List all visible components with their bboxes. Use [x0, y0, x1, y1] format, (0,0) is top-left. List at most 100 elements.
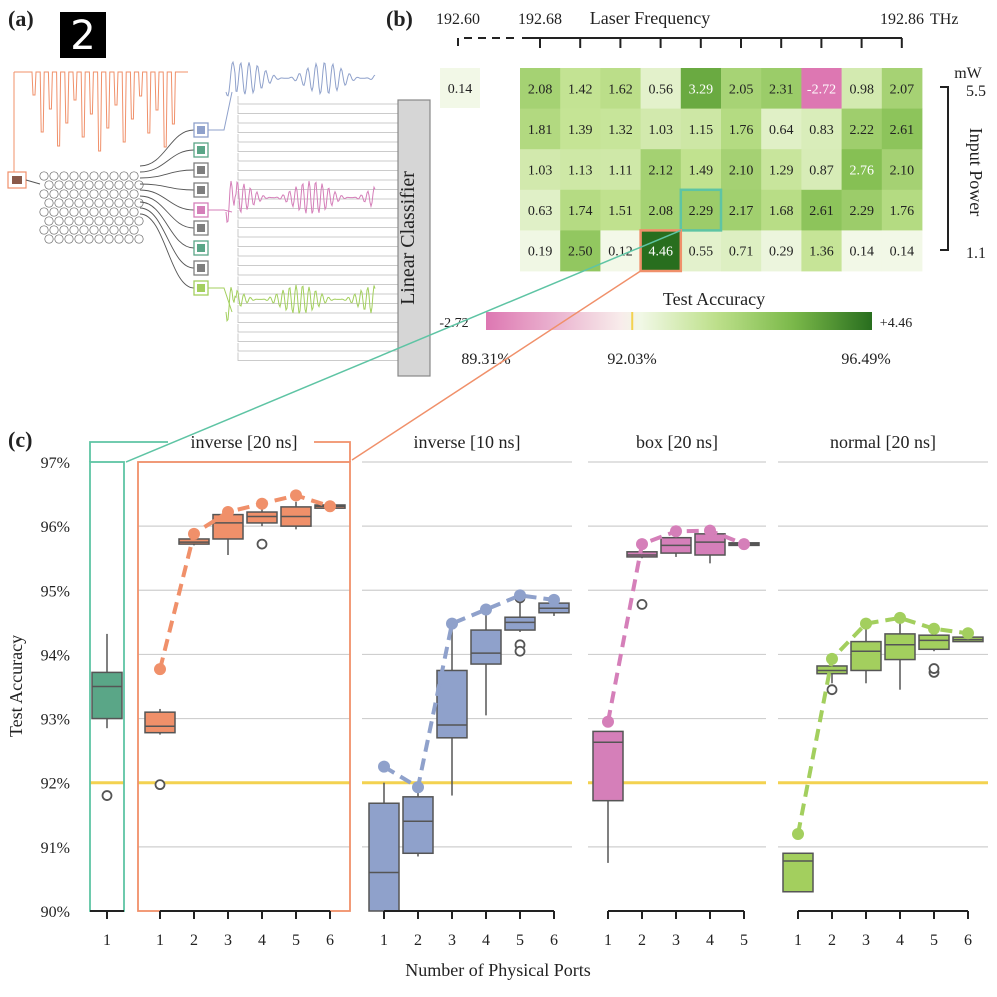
reservoir-node [64, 198, 74, 208]
reservoir-node [104, 216, 114, 226]
heatmap-cell [680, 68, 722, 109]
reservoir-node [84, 234, 94, 244]
x-tick-label: 6 [326, 932, 334, 949]
colorbar-min-label: -2.72 [439, 316, 468, 331]
port-frame [193, 162, 209, 178]
heatmap-cell [640, 149, 682, 191]
x-tick-label: 1 [103, 932, 111, 949]
heatmap-cell-label: 1.03 [648, 123, 673, 138]
orange-frame-top [314, 441, 351, 462]
heatmap-cell [640, 108, 682, 150]
fan-line [237, 115, 398, 124]
reservoir-node [49, 225, 59, 235]
output-port [197, 126, 205, 134]
port-link [139, 213, 195, 289]
heatmap-highlight-orange [639, 229, 683, 273]
reservoir-node [79, 171, 89, 181]
reservoir-node [94, 234, 104, 244]
fan-line [237, 333, 398, 342]
reservoir-node [99, 207, 109, 217]
output-port [197, 206, 205, 214]
heatmap-cell [881, 189, 923, 231]
reservoir-node [99, 225, 109, 235]
fan-line [237, 267, 398, 276]
heatmap-cell [801, 189, 842, 231]
reservoir-node [64, 234, 74, 244]
fan-line [237, 229, 398, 238]
heatmap-cell [721, 230, 762, 272]
box-flier [154, 779, 166, 791]
fan-line [237, 124, 398, 133]
box-body [918, 634, 950, 651]
reservoir-node [114, 180, 124, 190]
heatmap-cell-label: 1.29 [769, 164, 794, 179]
box-body [144, 711, 176, 734]
y-tick-label: 91% [41, 840, 70, 857]
power-tick-low: 1.1 [966, 245, 986, 262]
colorbar-title: Test Accuracy [663, 289, 765, 309]
heatmap-cell-label: 2.61 [890, 123, 915, 138]
reservoir-node [124, 198, 134, 208]
fan-lines [237, 96, 398, 361]
x-tick-label: 5 [740, 932, 748, 949]
x-tick-label: 2 [414, 932, 422, 949]
heatmap-cell-label: 1.51 [608, 204, 633, 219]
heatmap-cell [761, 230, 802, 272]
port-frame [193, 240, 209, 256]
reservoir-node [129, 207, 139, 217]
y-tick-label: 94% [41, 647, 70, 664]
trend-point [894, 611, 906, 624]
reservoir-node [74, 234, 84, 244]
fan-line [237, 238, 398, 247]
heatmap-cell-label: 0.56 [648, 82, 673, 97]
port-link [139, 149, 195, 173]
output-trace [225, 284, 376, 323]
reservoir-node [59, 207, 69, 217]
reservoir-node [109, 207, 119, 217]
trend-point [860, 617, 872, 630]
reservoir-node [54, 180, 64, 190]
reservoir-node [124, 216, 134, 226]
heatmap-cell-label: 3.29 [689, 82, 714, 97]
box-body [246, 511, 278, 524]
reservoir-node [129, 189, 139, 199]
port-link [139, 201, 195, 249]
output-port [197, 284, 205, 292]
colorbar [486, 312, 872, 330]
reservoir-node [114, 234, 124, 244]
heatmap-cell-label: 2.05 [729, 82, 754, 97]
linear-classifier-box [397, 99, 431, 377]
heatmap-cell-label: 0.87 [809, 164, 834, 179]
trend-point [188, 527, 200, 540]
trend-point [514, 589, 526, 602]
heatmap-cell [560, 108, 601, 150]
reservoir-node [109, 189, 119, 199]
heatmap-cell-label: 0.19 [528, 245, 553, 260]
heatmap-cell-label: 1.49 [689, 164, 714, 179]
heatmap-cell-label: 0.64 [769, 123, 794, 138]
heatmap-panel: Laser Frequency 192.60 192.68 192.86 THz… [125, 8, 986, 463]
reservoir-node [79, 189, 89, 199]
reservoir-node [44, 234, 54, 244]
reservoir-node [44, 198, 54, 208]
heatmap-cell [600, 68, 641, 109]
fan-line [237, 200, 398, 209]
y-tick-label: 92% [41, 776, 70, 793]
trend-point [222, 506, 234, 519]
output-port [197, 146, 205, 154]
heatmap-cell-label: 1.36 [809, 245, 834, 260]
reservoir-node [124, 234, 134, 244]
heatmap-cell-label: -2.72 [807, 82, 836, 97]
reservoir-node [59, 225, 69, 235]
trend-point [480, 603, 492, 616]
heatmap-cell [841, 108, 883, 150]
reservoir-node [89, 171, 99, 181]
input-node [12, 176, 22, 184]
group-title: inverse [10 ns] [414, 432, 521, 452]
trend-point [290, 489, 302, 502]
group-title: inverse [20 ns] [191, 432, 298, 452]
heatmap-cell [721, 149, 762, 191]
fan-line [237, 276, 398, 285]
heatmap-cell-label: 1.13 [568, 164, 593, 179]
